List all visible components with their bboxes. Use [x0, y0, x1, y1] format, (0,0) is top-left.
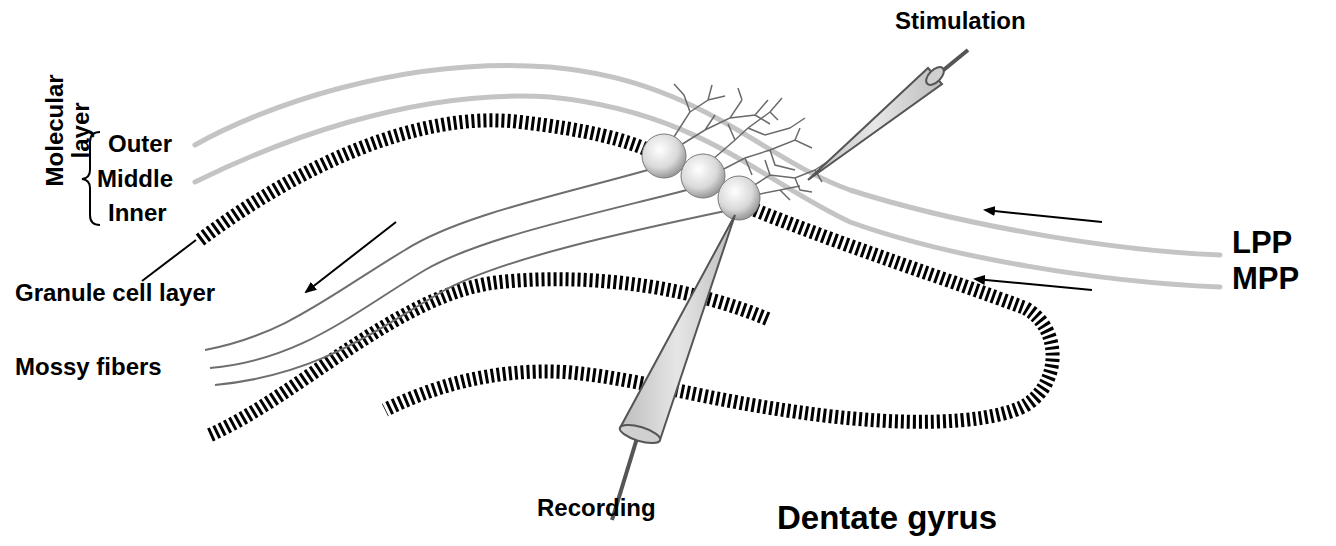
text-label: Mossy fibers — [15, 354, 162, 380]
perforant-path-fiber — [195, 66, 1220, 287]
granule-cell — [642, 134, 760, 220]
text-label: Middle — [97, 166, 173, 192]
text-label: Stimulation — [895, 8, 1026, 34]
direction-arrow — [306, 210, 1102, 292]
text-label: Recording — [537, 495, 656, 521]
text-label: Outer — [108, 131, 172, 157]
leader-line — [142, 240, 196, 281]
stimulation-electrode — [808, 50, 968, 180]
text-label: Molecular layer — [41, 66, 94, 194]
text-label: Inner — [108, 200, 167, 226]
granule-cell-band — [200, 120, 1053, 435]
recording-electrode — [612, 215, 735, 520]
mossy-fiber — [205, 168, 730, 385]
text-label: LPP — [1232, 226, 1292, 260]
text-label: Dentate gyrus — [777, 500, 997, 536]
text-label: MPP — [1232, 262, 1299, 296]
text-label: Granule cell layer — [15, 280, 215, 306]
